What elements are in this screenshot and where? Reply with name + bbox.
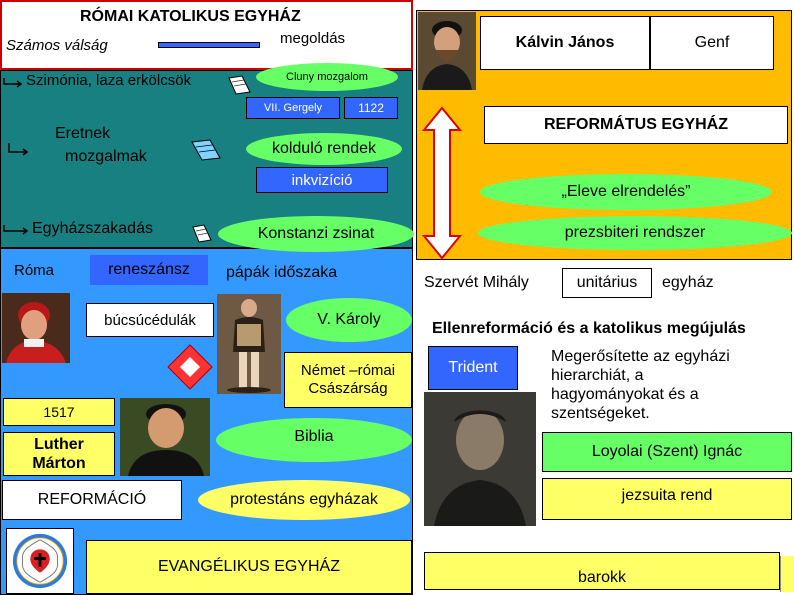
bent-arrow-icon (2, 74, 24, 90)
unitarius-box: unitárius (562, 268, 652, 298)
charles-v-portrait (217, 294, 281, 394)
year-1517-label: 1517 (43, 404, 75, 420)
megerositette-line-3: hagyományokat és a (551, 386, 699, 403)
v-karoly-label: V. Károly (317, 311, 381, 328)
protestans-label: protestáns egyházak (230, 491, 378, 508)
megoldas-label: megoldás (280, 30, 346, 47)
luther-rose-icon (12, 533, 68, 589)
biblia-label: Biblia (294, 428, 334, 445)
biblia-oval: Biblia (216, 418, 412, 462)
reneszansz-box: reneszánsz (90, 255, 208, 285)
egyhaz-label: egyház (662, 274, 714, 291)
scroll-icon (188, 136, 224, 164)
vertical-double-arrow (421, 106, 463, 260)
corner-fold (780, 556, 794, 592)
protestans-oval: protestáns egyházak (198, 480, 410, 520)
evangelikus-box: EVANGÉLIKUS EGYHÁZ (86, 540, 412, 594)
kalvin-label: Kálvin János (515, 34, 615, 51)
pope-portrait (2, 293, 70, 363)
v-karoly-oval: V. Károly (286, 298, 412, 342)
loyola-portrait (424, 392, 536, 526)
trident-label: Trident (448, 359, 498, 376)
reformacio-box: REFORMÁCIÓ (2, 480, 182, 520)
gergely-box: VII. Gergely (246, 97, 340, 119)
nemet-label-1: Német –római (300, 362, 396, 379)
reformatus-label: REFORMÁTUS EGYHÁZ (544, 116, 728, 133)
year-1122-box: 1122 (344, 97, 398, 119)
konstanzi-label: Konstanzi zsinat (257, 225, 375, 242)
scroll-icon (226, 72, 252, 98)
barokk-box: barokk (424, 552, 780, 590)
egyhazszakadas-label: Egyházszakadás (32, 220, 153, 237)
luther-portrait (120, 398, 210, 476)
genf-label: Genf (694, 34, 730, 51)
szervet-label: Szervét Mihály (424, 274, 529, 291)
inkvizicio-box: inkvizíció (256, 167, 388, 193)
bent-arrow-icon (2, 222, 30, 238)
valsag-label: Számos válság (6, 37, 108, 54)
luther-label-1: Luther (34, 436, 84, 453)
megerositette-line-1: Megerősítette az egyházi (551, 348, 730, 365)
title-panel (0, 0, 413, 70)
szimonia-label: Szimónia, laza erkölcsök (26, 72, 192, 89)
cluny-oval: Cluny mozgalom (256, 63, 398, 91)
year-1122-label: 1122 (358, 101, 384, 115)
inkvizicio-label: inkvizíció (291, 171, 353, 189)
barokk-label: barokk (577, 569, 627, 586)
bucsucedulak-label: búcsúcédulák (104, 311, 196, 329)
luther-label-2: Márton (32, 455, 86, 472)
papak-label: pápák időszaka (226, 264, 338, 281)
eretnek-label-1: Eretnek (55, 125, 111, 142)
kalvin-box: Kálvin János (480, 16, 650, 70)
luther-box: Luther Márton (3, 432, 115, 476)
konstanzi-oval: Konstanzi zsinat (218, 216, 414, 252)
megerositette-text: Megerősítette az egyházi hierarchiát, a … (551, 347, 730, 423)
double-arrow-icon (166, 343, 214, 391)
reformacio-label: REFORMÁCIÓ (37, 491, 147, 508)
gergely-label: VII. Gergely (263, 102, 323, 114)
trident-box: Trident (428, 346, 518, 390)
calvin-portrait (418, 12, 476, 90)
unitarius-label: unitárius (576, 274, 638, 291)
megerositette-line-2: hierarchiát, a (551, 367, 644, 384)
nemet-label-2: Császárság (308, 380, 388, 397)
roma-label: Róma (14, 262, 55, 279)
year-1517-box: 1517 (3, 398, 115, 426)
megerositette-line-4: szentségeket. (551, 405, 650, 422)
eleve-oval: „Eleve elrendelés” (480, 174, 772, 210)
koldulo-oval: kolduló rendek (246, 133, 402, 165)
loyola-box: Loyolai (Szent) Ignác (542, 432, 792, 472)
nemet-box: Német –római Császárság (284, 352, 412, 408)
eleve-label: „Eleve elrendelés” (561, 183, 691, 200)
koldulo-label: kolduló rendek (271, 140, 377, 157)
reformatus-box: REFORMÁTUS EGYHÁZ (484, 106, 788, 144)
evangelikus-label: EVANGÉLIKUS EGYHÁZ (158, 558, 340, 575)
ellenreformacio-title: Ellenreformáció és a katolikus megújulás (432, 320, 746, 337)
page-title: RÓMAI KATOLIKUS EGYHÁZ (80, 8, 301, 25)
jezsuita-label: jezsuita rend (621, 487, 713, 504)
genf-box: Genf (650, 16, 774, 70)
presbiteri-oval: prezsbiteri rendszer (478, 216, 792, 250)
valsag-megoldas-connector (158, 42, 260, 48)
cluny-label: Cluny mozgalom (286, 71, 368, 83)
presbiteri-label: prezsbiteri rendszer (564, 224, 706, 241)
scroll-icon (190, 222, 214, 246)
bent-arrow-icon (6, 140, 32, 158)
luther-rose-box (6, 528, 74, 594)
reneszansz-label: reneszánsz (108, 261, 190, 278)
loyola-label: Loyolai (Szent) Ignác (591, 443, 743, 460)
bucsucedulak-box: búcsúcédulák (86, 303, 214, 337)
jezsuita-box: jezsuita rend (542, 478, 792, 520)
eretnek-label-2: mozgalmak (65, 148, 147, 165)
